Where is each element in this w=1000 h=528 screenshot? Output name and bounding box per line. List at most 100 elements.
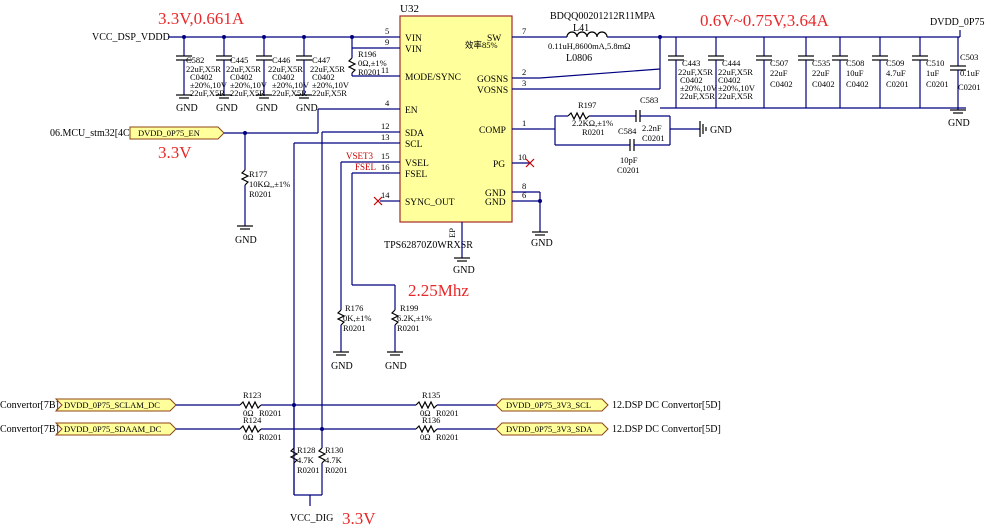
svg-text:22uF,X5R: 22uF,X5R <box>268 64 303 74</box>
ep-gnd: GND <box>453 222 475 276</box>
svg-text:5: 5 <box>385 26 389 36</box>
svg-text:22uF,X5R: 22uF,X5R <box>272 88 307 98</box>
svg-text:R199: R199 <box>400 303 418 313</box>
svg-text:R136: R136 <box>422 415 440 425</box>
svg-text:22uF,X5R: 22uF,X5R <box>230 88 265 98</box>
svg-text:4: 4 <box>385 98 390 108</box>
svg-text:R177: R177 <box>249 169 267 179</box>
svg-text:10KΩ,,±1%: 10KΩ,,±1% <box>249 179 290 189</box>
svg-text:DVDD_0P75_SDAAM_DC: DVDD_0P75_SDAAM_DC <box>64 424 162 434</box>
output-capacitor-c507: C507 22uF C0402 <box>756 37 793 108</box>
svg-text:0Ω,±1%: 0Ω,±1% <box>358 58 387 68</box>
no-connect-pg <box>525 158 535 168</box>
net-label-vcc-dsp-vddd: VCC_DSP_VDDD <box>92 32 170 43</box>
svg-text:3: 3 <box>522 78 526 88</box>
svg-text:GND: GND <box>176 103 198 114</box>
svg-text:DVDD_0P75_3V3_SDA: DVDD_0P75_3V3_SDA <box>506 424 593 434</box>
svg-text:10uF: 10uF <box>846 68 864 78</box>
svg-text:SDA: SDA <box>405 129 424 139</box>
svg-text:12: 12 <box>381 121 390 131</box>
inductor-l41: L41 0.11uH,8600mA,5.8mΩ L0806 <box>540 23 660 64</box>
svg-text:2: 2 <box>522 67 526 77</box>
svg-text:GOSNS: GOSNS <box>477 75 508 85</box>
en-voltage-annotation: 3.3V <box>158 143 192 162</box>
resistor-r177: R177 10KΩ,,±1% R0201 <box>240 133 290 226</box>
port-dvdd-0p75-sdaam-dc: DVDD_0P75_SDAAM_DC <box>54 422 177 436</box>
svg-text:0Ω: 0Ω <box>420 432 431 442</box>
port-dvdd-0p75-3v3-scl: DVDD_0P75_3V3_SCL <box>495 398 609 412</box>
svg-text:GND: GND <box>296 103 318 114</box>
svg-text:R0201: R0201 <box>325 465 348 475</box>
svg-text:22uF,X5R: 22uF,X5R <box>718 67 753 77</box>
port-dvdd-0p75-3v3-sda: DVDD_0P75_3V3_SDA <box>495 422 609 436</box>
resistor-r176: R176 0K,±1% R0201 <box>336 303 372 352</box>
svg-text:0Ω: 0Ω <box>243 408 254 418</box>
ic-part-number: TPS62870Z0WRXSR <box>384 240 473 251</box>
svg-text:R0201: R0201 <box>436 408 459 418</box>
svg-text:R0201: R0201 <box>397 323 420 333</box>
svg-text:22uF: 22uF <box>770 68 788 78</box>
svg-text:C0402: C0402 <box>846 79 869 89</box>
resistor-r136: R136 0Ω R0201 <box>415 415 459 442</box>
svg-text:1: 1 <box>522 118 526 128</box>
svg-text:11: 11 <box>381 65 389 75</box>
resistor-r196: R196 0Ω,±1% R0201 <box>347 48 390 77</box>
svg-text:PG: PG <box>493 160 505 170</box>
output-capacitor-c508: C508 10uF C0402 <box>832 37 869 108</box>
svg-text:C503: C503 <box>960 52 978 62</box>
ic-u32: U32 TPS62870Z0WRXSR EP 效率85% 5 9 11 4 12… <box>381 3 540 251</box>
svg-text:R0201: R0201 <box>358 67 381 77</box>
resistor-r130: R130 4.7K R0201 <box>317 429 348 495</box>
svg-text:GND: GND <box>256 103 278 114</box>
svg-text:10: 10 <box>518 152 527 162</box>
svg-text:C0201: C0201 <box>642 133 665 143</box>
svg-text:6: 6 <box>522 190 526 200</box>
svg-text:C0402: C0402 <box>272 72 295 82</box>
svg-text:22uF,X5R: 22uF,X5R <box>680 91 715 101</box>
svg-text:C507: C507 <box>770 58 788 68</box>
svg-text:R0201: R0201 <box>343 323 366 333</box>
gnd-symbol: GND <box>176 94 198 114</box>
svg-text:VIN: VIN <box>405 34 422 44</box>
svg-text:R123: R123 <box>243 390 261 400</box>
svg-text:22uF,X5R: 22uF,X5R <box>678 67 713 77</box>
svg-text:0Ω: 0Ω <box>243 432 254 442</box>
svg-text:C508: C508 <box>846 58 864 68</box>
resistor-r199: R199 6.2K,±1% R0201 <box>390 303 432 352</box>
svg-text:C0201: C0201 <box>958 82 981 92</box>
svg-text:VSEL: VSEL <box>405 159 429 169</box>
svg-text:C0402: C0402 <box>718 75 741 85</box>
svg-text:SCL: SCL <box>405 140 423 150</box>
svg-text:GND: GND <box>385 361 407 372</box>
net-label-dvdd-0p75: DVDD_0P75 <box>930 17 984 28</box>
svg-text:R197: R197 <box>578 100 596 110</box>
output-capacitor-c509: C509 4.7uF C0201 <box>872 37 909 108</box>
svg-text:C0402: C0402 <box>812 79 835 89</box>
capacitor-c584: C584 10pF C0201 <box>555 126 670 175</box>
svg-text:R176: R176 <box>345 303 363 313</box>
svg-text:VIN: VIN <box>405 45 422 55</box>
net-label-vcc-dig: VCC_DIG <box>290 513 333 524</box>
svg-text:C535: C535 <box>812 58 830 68</box>
net-label-vset3: VSET3 <box>346 151 374 161</box>
svg-text:GND: GND <box>531 238 553 249</box>
svg-text:2.2KΩ,±1%: 2.2KΩ,±1% <box>572 118 613 128</box>
vin-spec-annotation: 3.3V,0.661A <box>158 9 245 28</box>
svg-text:GND: GND <box>710 125 732 136</box>
svg-text:L41: L41 <box>573 23 589 34</box>
comp-gnd: GND <box>699 121 732 137</box>
svg-text:DVDD_0P75_EN: DVDD_0P75_EN <box>138 128 200 138</box>
svg-text:C443: C443 <box>682 58 700 68</box>
svg-text:GND: GND <box>453 265 475 276</box>
svg-text:GND: GND <box>216 103 238 114</box>
junction-dot <box>350 35 354 39</box>
svg-text:C0402: C0402 <box>770 79 793 89</box>
svg-text:C510: C510 <box>926 58 944 68</box>
svg-text:C0402: C0402 <box>230 72 253 82</box>
resistor-r135: R135 0Ω R0201 <box>415 390 459 418</box>
svg-text:2.2nF: 2.2nF <box>642 123 662 133</box>
svg-text:±20%,10V: ±20%,10V <box>718 83 756 93</box>
svg-text:22uF,X5R: 22uF,X5R <box>312 88 347 98</box>
power-gnd: GND <box>531 192 553 249</box>
svg-text:4.7uF: 4.7uF <box>886 68 906 78</box>
